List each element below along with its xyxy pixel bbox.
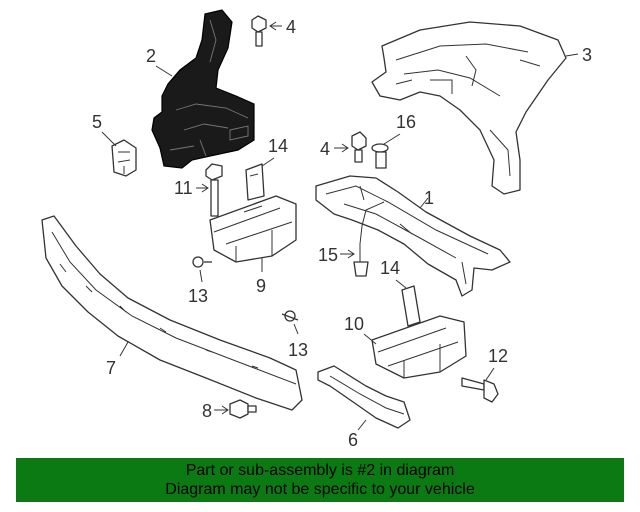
- part-5-clip[interactable]: [111, 139, 137, 177]
- callout-11: 11: [174, 178, 209, 198]
- callout-4-right: 4: [320, 139, 349, 159]
- part-2-bracket-highlighted[interactable]: [151, 9, 255, 169]
- part-13-nut-right[interactable]: [281, 310, 299, 322]
- callout-13-right: 13: [288, 323, 308, 360]
- callout-13-left: 13: [188, 269, 208, 306]
- callout-14-lower: 14: [380, 258, 407, 289]
- svg-text:7: 7: [106, 358, 116, 378]
- svg-text:2: 2: [146, 46, 156, 66]
- banner-line-1: Part or sub-assembly is #2 in diagram: [185, 462, 455, 479]
- part-15-cable[interactable]: [353, 201, 385, 277]
- part-12-bolt[interactable]: [461, 377, 499, 403]
- banner-line-2: Diagram may not be specific to your vehi…: [165, 481, 475, 498]
- callout-6: 6: [348, 419, 367, 450]
- svg-text:10: 10: [344, 314, 364, 334]
- part-3-support-frame[interactable]: [371, 21, 567, 195]
- svg-text:6: 6: [348, 430, 358, 450]
- part-14-strap-lower[interactable]: [401, 285, 421, 327]
- part-14-strap-upper[interactable]: [245, 163, 265, 201]
- callout-16: 16: [383, 112, 416, 145]
- svg-text:13: 13: [288, 340, 308, 360]
- svg-text:12: 12: [488, 346, 508, 366]
- svg-text:14: 14: [268, 136, 288, 156]
- part-9-bracket[interactable]: [209, 195, 297, 263]
- svg-text:15: 15: [318, 245, 338, 265]
- callout-2: 2: [146, 46, 173, 77]
- svg-text:5: 5: [92, 112, 102, 132]
- callout-1: 1: [419, 188, 434, 209]
- callout-14-upper: 14: [261, 136, 288, 167]
- callout-12: 12: [485, 346, 508, 381]
- svg-text:16: 16: [396, 112, 416, 132]
- part-16-pin[interactable]: [371, 143, 389, 169]
- callout-7: 7: [106, 341, 129, 378]
- svg-text:9: 9: [256, 276, 266, 296]
- svg-text:4: 4: [286, 17, 296, 37]
- callout-4-top: 4: [269, 17, 296, 37]
- part-6-brace[interactable]: [317, 365, 411, 429]
- callout-3: 3: [565, 45, 592, 65]
- part-1-crossmember[interactable]: [315, 175, 511, 297]
- callout-8: 8: [202, 401, 229, 421]
- svg-text:3: 3: [582, 45, 592, 65]
- svg-text:8: 8: [202, 401, 212, 421]
- svg-text:4: 4: [320, 139, 330, 159]
- svg-text:11: 11: [174, 178, 193, 198]
- part-10-bracket[interactable]: [371, 315, 467, 379]
- callout-5: 5: [92, 112, 117, 147]
- svg-text:14: 14: [380, 258, 400, 278]
- svg-text:1: 1: [424, 188, 434, 208]
- part-4-bolt-top[interactable]: [251, 15, 267, 47]
- svg-text:13: 13: [188, 286, 208, 306]
- part-11-bolt[interactable]: [205, 163, 223, 217]
- part-7-bumper-beam[interactable]: [41, 215, 303, 411]
- part-13-nut-left[interactable]: [192, 256, 212, 268]
- part-8-bolt[interactable]: [229, 399, 257, 419]
- callout-10: 10: [344, 314, 377, 345]
- callout-15: 15: [318, 245, 355, 265]
- part-4-bolt-right[interactable]: [351, 131, 367, 163]
- part-info-banner: Part or sub-assembly is #2 in diagram Di…: [16, 458, 624, 502]
- callout-9: 9: [256, 258, 266, 296]
